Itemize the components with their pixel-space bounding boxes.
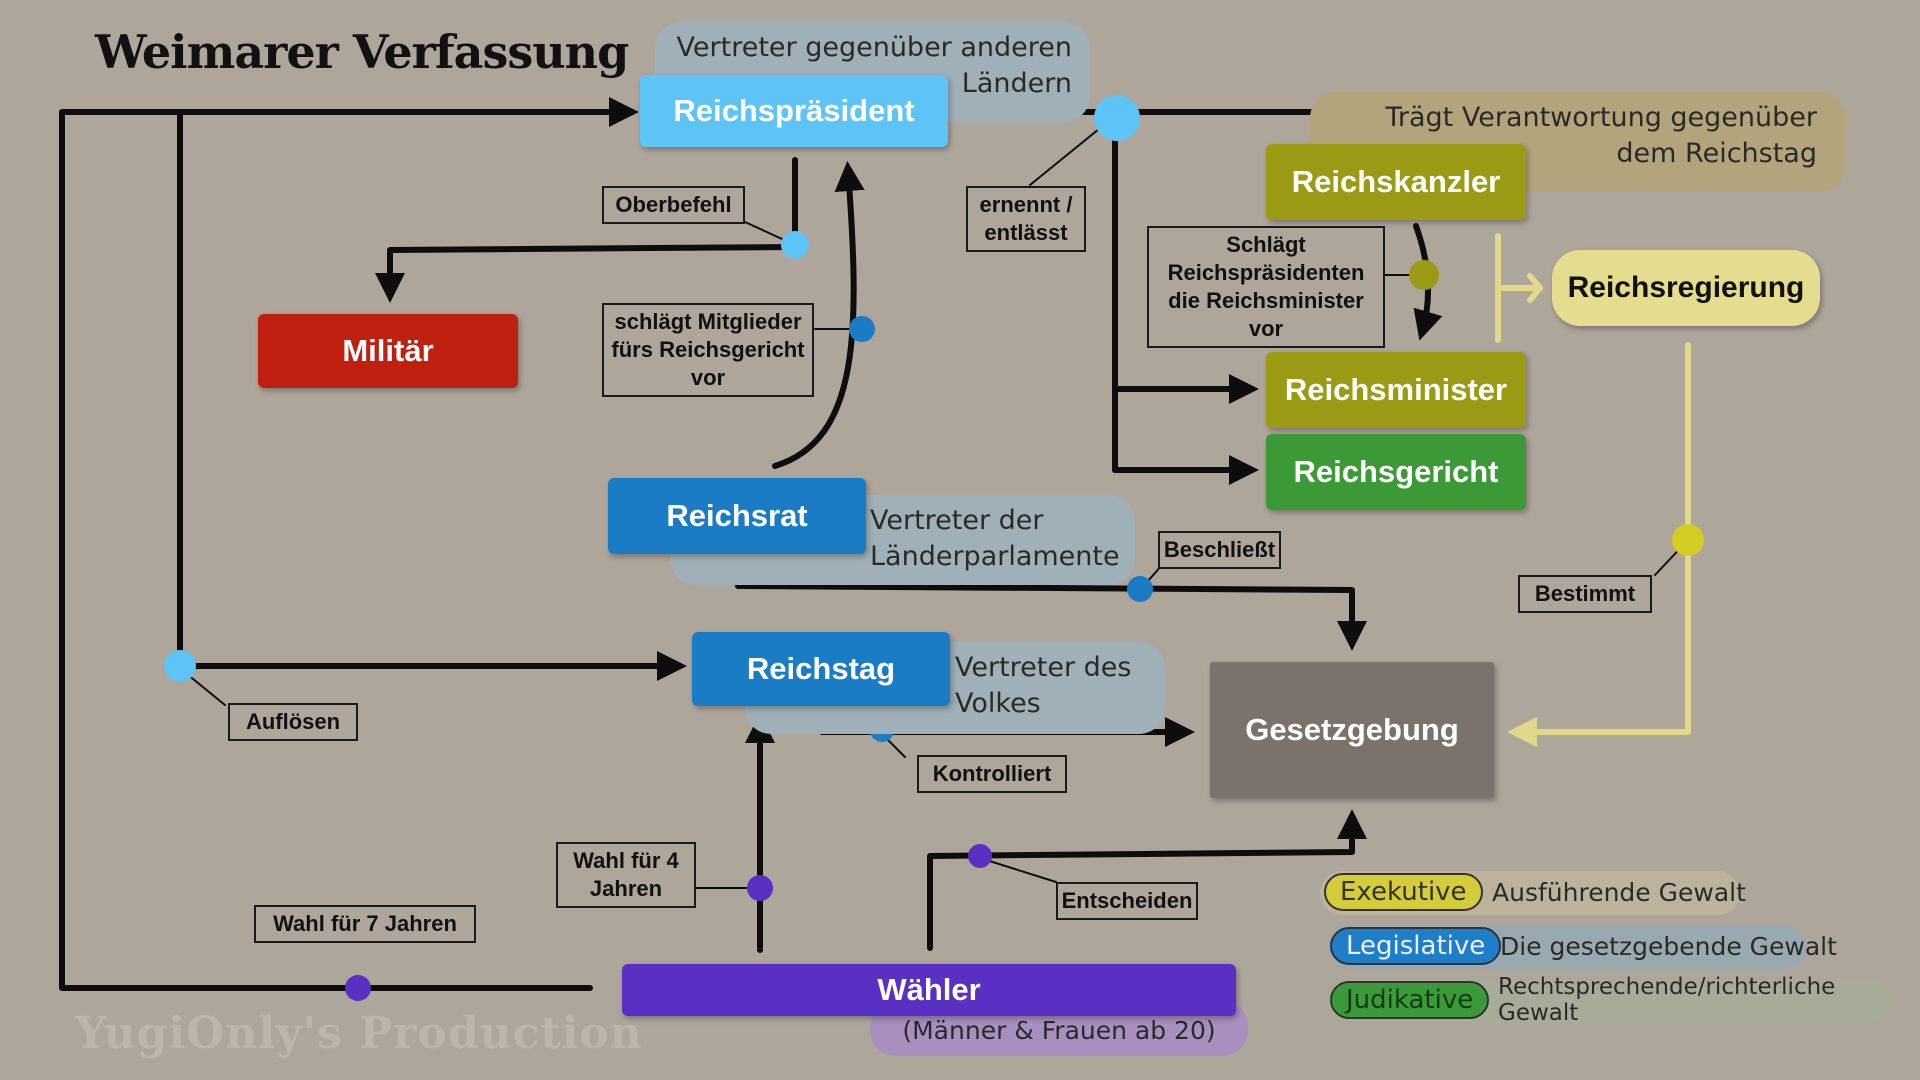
note-beschliesst: Beschließt [1158, 531, 1281, 569]
reichstag-bubble-line1: Vertreter des [955, 652, 1132, 683]
note-kontrolliert: Kontrolliert [917, 755, 1067, 793]
note-ernennt: ernennt / entlässt [966, 186, 1086, 252]
note-ernennt-line2: entlässt [984, 220, 1068, 245]
note-ernennt-line1: ernennt / [979, 192, 1073, 217]
wire-entscheiden [927, 809, 1367, 951]
junction-oberbefehl [781, 231, 809, 259]
node-reichstag: Reichstag [692, 632, 950, 706]
junction-entscheiden [968, 844, 992, 868]
junction-wahl7 [345, 975, 371, 1001]
note-schlaegt-line2: Reichspräsidenten [1167, 260, 1365, 285]
node-reichspraesident: Reichspräsident [640, 75, 948, 147]
reichstag-bubble-line2: Volkes [955, 688, 1041, 719]
wire-reichsrat-to-praesident [772, 161, 865, 469]
note-schlaegtgericht-line1: schlägt Mitglieder [614, 309, 802, 334]
note-schlaegtgericht-line2: fürs Reichsgericht [611, 337, 805, 362]
junction-reichsrat [849, 316, 875, 342]
junction-praesident [1094, 95, 1140, 141]
node-reichsgericht: Reichsgericht [1266, 434, 1526, 510]
kanzler-bubble-line2: dem Reichstag [1616, 138, 1817, 169]
junction-kanzler [1409, 260, 1439, 290]
legend-tag-legislative: Legislative [1330, 927, 1502, 965]
junction-aufloesen [164, 650, 196, 682]
note-schlaegt-line1: Schlägt [1226, 232, 1306, 257]
node-reichsregierung: Reichsregierung [1552, 250, 1820, 326]
note-bestimmt: Bestimmt [1518, 575, 1652, 613]
node-reichsrat: Reichsrat [608, 478, 866, 554]
node-militaer: Militär [258, 314, 518, 388]
note-schlaegt-gericht: schlägt Mitglieder fürs Reichsgericht vo… [602, 303, 814, 397]
note-schlaegt-line4: vor [1248, 316, 1284, 341]
wire-oberbefehl [375, 157, 798, 303]
node-reichsminister: Reichsminister [1266, 352, 1526, 428]
legend-tag-exekutive: Exekutive [1324, 873, 1483, 911]
junction-wahl4 [747, 875, 773, 901]
reichsrat-bubble-line1: Vertreter der [870, 505, 1044, 536]
note-aufloesen: Auflösen [228, 703, 358, 741]
note-entscheiden: Entscheiden [1056, 882, 1198, 920]
kanzler-bubble-line1: Trägt Verantwortung gegenüber [1385, 102, 1817, 133]
legend-desc-legislative: Die gesetzgebende Gewalt [1500, 931, 1837, 961]
note-schlaegt-minister: Schlägt Reichspräsidenten die Reichsmini… [1147, 226, 1385, 348]
wire-bestimmt [1507, 342, 1691, 747]
note-wahl7: Wahl für 7 Jahren [254, 905, 476, 943]
legend-desc-judikative: Rechtsprechende/richterliche Gewalt [1498, 974, 1836, 1026]
node-reichskanzler: Reichskanzler [1266, 144, 1526, 220]
reichsrat-bubble-line2: Länderparlamente [870, 541, 1120, 572]
bracket-regierung [1495, 233, 1543, 343]
node-gesetzgebung: Gesetzgebung [1210, 662, 1494, 798]
junction-beschliesst [1127, 576, 1153, 602]
note-wahl4: Wahl für 4 Jahren [556, 842, 696, 908]
watermark: YugiOnly's Production [75, 1008, 643, 1059]
diagram-title: Weimarer Verfassung [95, 25, 629, 79]
note-schlaegt-line3: die Reichsminister [1168, 288, 1364, 313]
legend-desc-exekutive: Ausführende Gewalt [1492, 877, 1746, 907]
legend-tag-judikative: Judikative [1330, 981, 1490, 1019]
note-oberbefehl: Oberbefehl [602, 186, 745, 224]
node-waehler: Wähler [622, 964, 1236, 1016]
praesident-bubble-line1: Vertreter gegenüber anderen [676, 32, 1072, 63]
junction-bestimmt [1672, 524, 1704, 556]
note-wahl4-line2: Jahren [589, 876, 663, 901]
note-schlaegtgericht-line3: vor [690, 365, 726, 390]
praesident-bubble-line2: Ländern [961, 68, 1072, 99]
wire-waehler-to-praesident [59, 97, 639, 991]
note-wahl4-line1: Wahl für 4 [573, 848, 679, 873]
